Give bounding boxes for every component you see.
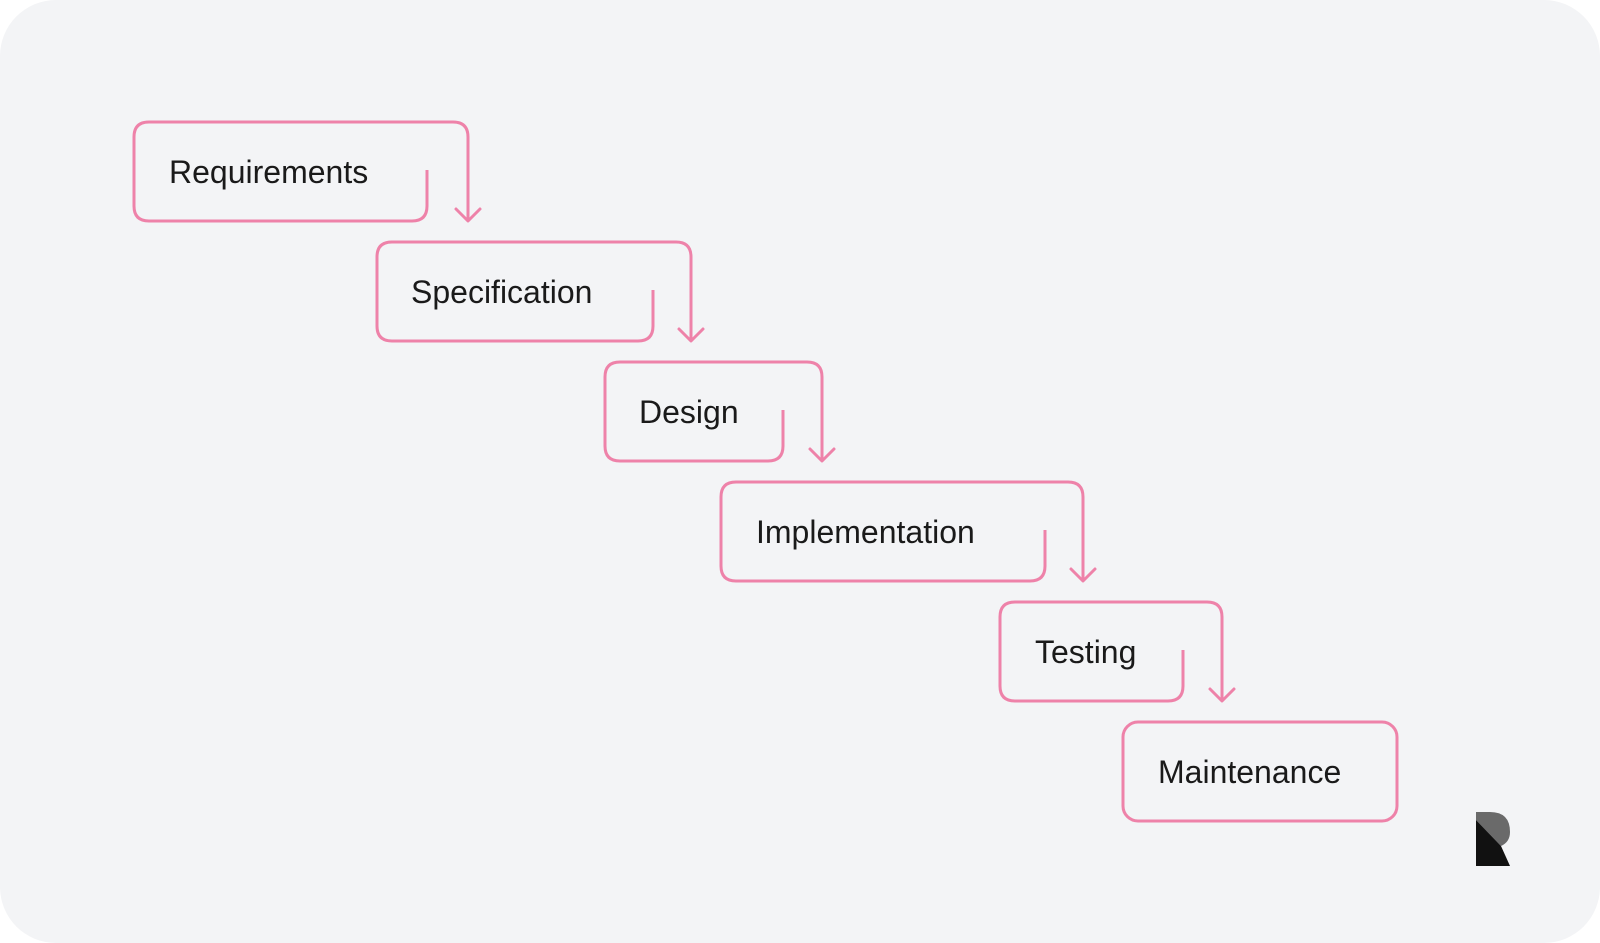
stage-label-implementation: Implementation (756, 514, 975, 550)
stage-box-maintenance (1121, 720, 1399, 823)
arrow-down-icon (454, 207, 482, 223)
r-logo-icon (1476, 812, 1510, 866)
arrow-down-icon (677, 327, 705, 343)
stage-requirements: Requirements (132, 120, 470, 223)
stage-testing: Testing (998, 600, 1224, 703)
stage-box-requirements (132, 120, 470, 223)
stage-box-testing (998, 600, 1224, 703)
stage-maintenance: Maintenance (1121, 720, 1399, 823)
stage-label-design: Design (639, 394, 739, 430)
stage-box-implementation (719, 480, 1085, 583)
stage-label-maintenance: Maintenance (1158, 754, 1341, 790)
stage-specification: Specification (375, 240, 693, 343)
stage-box-design (603, 360, 824, 463)
stage-design: Design (603, 360, 824, 463)
stage-implementation: Implementation (719, 480, 1085, 583)
stage-label-testing: Testing (1035, 634, 1136, 670)
stage-label-specification: Specification (411, 274, 592, 310)
arrow-down-icon (1208, 687, 1236, 703)
arrow-down-icon (1069, 567, 1097, 583)
stage-label-requirements: Requirements (169, 154, 368, 190)
stage-box-specification (375, 240, 693, 343)
arrow-down-icon (808, 447, 836, 463)
